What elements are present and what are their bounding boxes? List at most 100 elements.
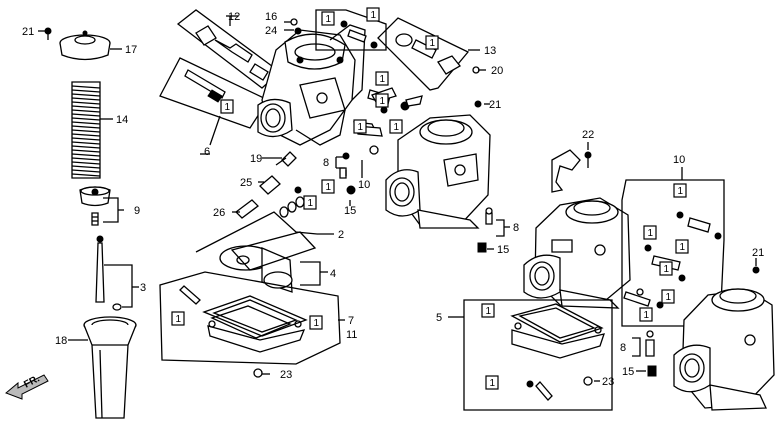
boxed-ref-label: 1 xyxy=(666,292,672,303)
callout-26: 26 xyxy=(213,207,225,219)
callout-15-upper: 15 xyxy=(344,205,356,217)
carburetor-body-3 xyxy=(523,197,631,309)
boxed-ref-1: 1 xyxy=(389,119,403,134)
diaphragm-cover-17 xyxy=(59,30,111,61)
callout-23-right: 23 xyxy=(602,376,614,388)
float-chamber-box-5 xyxy=(463,299,613,411)
carburetor-body-4 xyxy=(673,266,775,411)
callout-20: 20 xyxy=(491,65,503,77)
screw-23-lower-right xyxy=(583,376,593,386)
callout-8-upper: 8 xyxy=(323,157,329,169)
boxed-ref-label: 1 xyxy=(648,228,654,239)
boxed-ref-label: 1 xyxy=(486,306,492,317)
callout-21-mid: 21 xyxy=(489,99,501,111)
boxed-ref-label: 1 xyxy=(680,242,686,253)
callout-24: 24 xyxy=(265,25,277,37)
carburetor-body-2 xyxy=(385,95,491,229)
callout-21: 21 xyxy=(22,26,34,38)
boxed-ref-1: 1 xyxy=(171,311,185,326)
boxed-ref-label: 1 xyxy=(326,14,332,25)
front-direction-arrow xyxy=(5,374,49,400)
boxed-ref-label: 1 xyxy=(326,182,332,193)
boxed-ref-1: 1 xyxy=(673,183,687,198)
callout-2: 2 xyxy=(338,229,344,241)
vacuum-piston-bellows-14 xyxy=(71,81,101,179)
boxed-ref-1: 1 xyxy=(675,239,689,254)
bracket-22 xyxy=(551,149,592,193)
screw-23-lower-left xyxy=(253,368,270,378)
boxed-ref-label: 1 xyxy=(490,378,496,389)
boxed-ref-1: 1 xyxy=(220,99,234,114)
boxed-ref-1: 1 xyxy=(375,93,389,108)
float-chamber-box-7 xyxy=(159,271,341,365)
boxed-ref-label: 1 xyxy=(308,198,314,209)
callout-17: 17 xyxy=(125,44,137,56)
boxed-ref-1: 1 xyxy=(303,195,317,210)
o-ring-kit xyxy=(279,186,305,218)
callout-19: 19 xyxy=(250,153,262,165)
callout-10-upper: 10 xyxy=(358,179,370,191)
boxed-ref-1: 1 xyxy=(321,179,335,194)
boxed-ref-label: 1 xyxy=(430,38,436,49)
callout-5: 5 xyxy=(436,312,442,324)
callout-7: 7 xyxy=(348,315,354,327)
boxed-ref-label: 1 xyxy=(678,186,684,197)
boxed-ref-1: 1 xyxy=(481,303,495,318)
callout-8-right: 8 xyxy=(620,342,626,354)
boxed-ref-label: 1 xyxy=(358,122,364,133)
boxed-ref-1: 1 xyxy=(661,289,675,304)
boxed-ref-1: 1 xyxy=(309,315,323,330)
fuel-hose-8 xyxy=(339,152,356,195)
callout-4: 4 xyxy=(330,268,336,280)
front-direction-label: FR. xyxy=(22,373,42,390)
link-pipe-19 xyxy=(275,151,297,167)
accelerator-pump-box-13 xyxy=(377,17,480,91)
callout-18: 18 xyxy=(55,335,67,347)
screw-set-box-12 xyxy=(176,9,282,89)
boxed-ref-label: 1 xyxy=(380,96,386,107)
callout-11: 11 xyxy=(346,329,357,341)
boxed-ref-label: 1 xyxy=(371,10,377,21)
jet-needle-3 xyxy=(95,235,122,311)
callout-15-mid: 15 xyxy=(497,244,509,256)
callout-21-right: 21 xyxy=(752,247,764,259)
piston-cap-9 xyxy=(79,186,111,226)
boxed-ref-label: 1 xyxy=(644,310,650,321)
boxed-ref-1: 1 xyxy=(659,261,673,276)
callout-22: 22 xyxy=(582,129,594,141)
needle-holder-18 xyxy=(83,316,137,419)
callout-12: 12 xyxy=(228,11,240,23)
boxed-ref-label: 1 xyxy=(394,122,400,133)
boxed-ref-label: 1 xyxy=(314,318,320,329)
boxed-ref-label: 1 xyxy=(380,74,386,85)
callout-15-right: 15 xyxy=(622,366,634,378)
boxed-ref-1: 1 xyxy=(366,7,380,22)
callout-16: 16 xyxy=(265,11,277,23)
jet-26 xyxy=(235,199,259,219)
callout-14: 14 xyxy=(116,114,128,126)
boxed-ref-1: 1 xyxy=(485,375,499,390)
boxed-ref-1: 1 xyxy=(643,225,657,240)
boxed-ref-1: 1 xyxy=(375,71,389,86)
callout-8-mid: 8 xyxy=(513,222,519,234)
callout-10-right: 10 xyxy=(673,154,685,166)
small-parts-box-upper xyxy=(315,9,387,51)
carburetor-body-1 xyxy=(257,24,366,146)
boxed-ref-1: 1 xyxy=(353,119,367,134)
callout-23-left: 23 xyxy=(280,369,292,381)
boxed-ref-label: 1 xyxy=(664,264,670,275)
callout-6: 6 xyxy=(204,146,210,158)
boxed-ref-1: 1 xyxy=(425,35,439,50)
joint-pipe-25 xyxy=(259,175,281,195)
screws-8-15-right xyxy=(645,330,657,377)
boxed-ref-1: 1 xyxy=(639,307,653,322)
boxed-ref-1: 1 xyxy=(321,11,335,26)
callout-13: 13 xyxy=(484,45,496,57)
boxed-ref-label: 1 xyxy=(176,314,182,325)
screws-8-15-center xyxy=(477,207,493,253)
callout-3: 3 xyxy=(140,282,146,294)
